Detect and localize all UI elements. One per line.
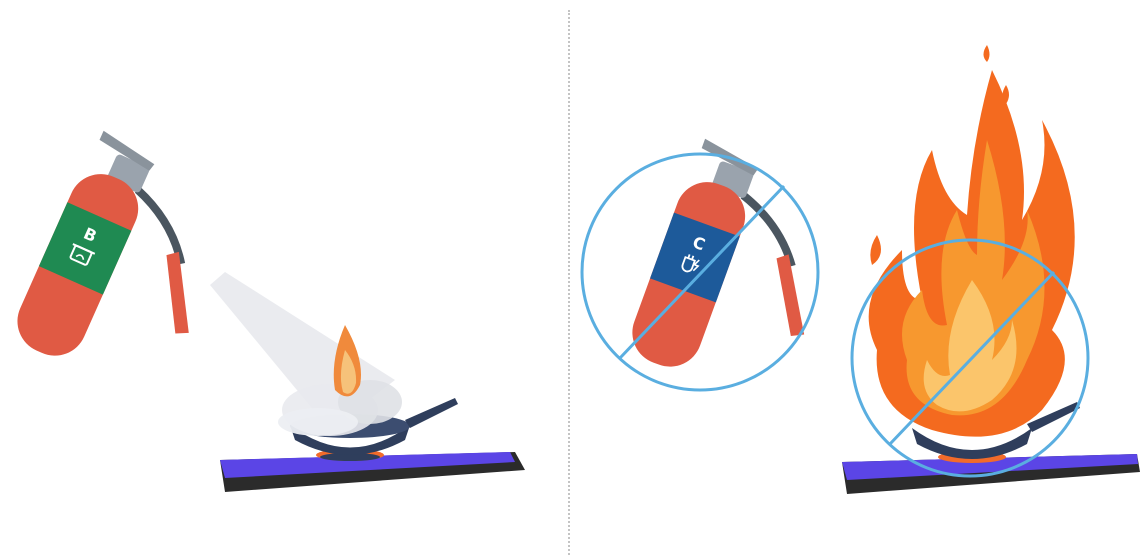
panel-divider (568, 10, 570, 555)
right-scene: C (572, 0, 1140, 560)
left-scene: B (0, 0, 568, 560)
right-panel-wrong-use: C (572, 0, 1140, 560)
left-panel-correct-use: B (0, 0, 568, 560)
extinguisher-class-b: B (7, 129, 250, 404)
extinguisher-class-c: C (623, 137, 855, 407)
